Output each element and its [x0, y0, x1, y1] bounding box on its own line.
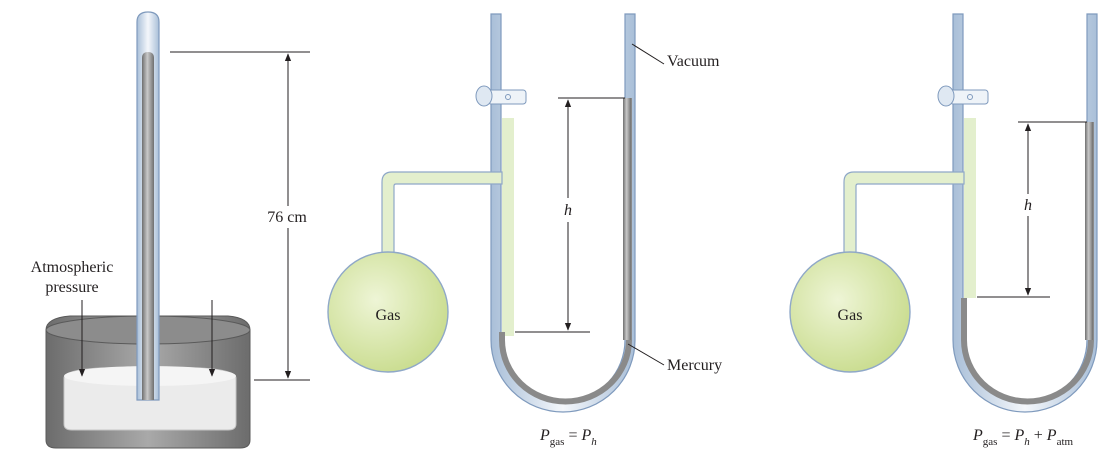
- vacuum-label: Vacuum: [667, 53, 720, 70]
- vacuum-leader: [631, 43, 665, 65]
- side-arm: [843, 171, 965, 259]
- mercury-label: Mercury: [667, 357, 722, 374]
- side-arm: [381, 171, 503, 259]
- height-label: 76 cm: [267, 209, 307, 226]
- mercury-column: [499, 98, 632, 405]
- barometer-tube: [136, 11, 160, 401]
- gas-label: Gas: [838, 307, 863, 324]
- closed-manometer: Gas h Vacuum Mercury Pgas = Ph: [327, 13, 722, 448]
- stopcock-valve[interactable]: [937, 85, 989, 107]
- open-manometer: Gas h Pgas = Ph + Patm: [789, 13, 1098, 448]
- gas-flask: [327, 251, 449, 373]
- barometer: 76 cm Atmospheric pressure: [31, 11, 310, 449]
- mercury-column: [961, 122, 1094, 405]
- atmospheric-label-line1: Atmospheric: [31, 259, 114, 276]
- gas-label: Gas: [376, 307, 401, 324]
- mercury-leader: [627, 343, 665, 366]
- gas-flask: [789, 251, 911, 373]
- equation-open: Pgas = Ph + Patm: [972, 427, 1074, 448]
- equation-closed: Pgas = Ph: [539, 427, 597, 448]
- atmospheric-label-line2: pressure: [45, 279, 98, 296]
- h-label: h: [564, 202, 572, 219]
- stopcock-valve[interactable]: [475, 85, 527, 107]
- h-label: h: [1024, 197, 1032, 214]
